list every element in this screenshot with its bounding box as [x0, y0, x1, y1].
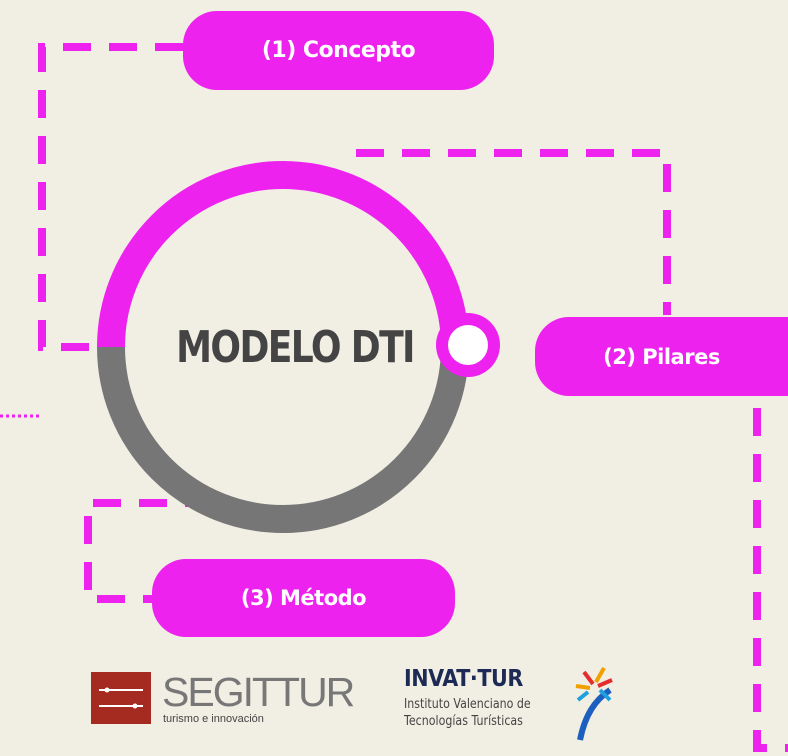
invattur-logo-name: INVAT·TUR: [404, 666, 523, 692]
invattur-logo-mark: [575, 667, 613, 741]
segittur-logo-tagline: turismo e innovación: [163, 713, 264, 725]
connector-pilares-down: [753, 408, 788, 752]
invattur-line2: Tecnologías Turísticas: [404, 714, 523, 729]
concepto-label: (1) Concepto: [261, 38, 416, 63]
ring-magenta-half: [97, 161, 469, 348]
connector-metodo: [84, 499, 213, 603]
connector-pilares-top: [356, 149, 671, 315]
metodo-label: (3) Método: [240, 586, 367, 610]
invattur-logo-subtitle: Instituto Valenciano de Tecnologías Turí…: [404, 696, 531, 730]
center-title: MODELO DTI: [176, 321, 415, 373]
segittur-logo-mark: [91, 672, 151, 724]
metodo-button[interactable]: (3) Método: [152, 559, 455, 637]
ring-knob-inner: [448, 325, 488, 365]
pilares-button[interactable]: (2) Pilares: [535, 317, 788, 396]
pilares-label: (2) Pilares: [603, 344, 720, 369]
concepto-button[interactable]: (1) Concepto: [183, 11, 494, 90]
ring-gray-half: [97, 346, 469, 533]
connector-concepto: [38, 43, 183, 351]
invattur-line1: Instituto Valenciano de: [404, 697, 531, 712]
segittur-logo-name: SEGITTUR: [162, 669, 355, 715]
